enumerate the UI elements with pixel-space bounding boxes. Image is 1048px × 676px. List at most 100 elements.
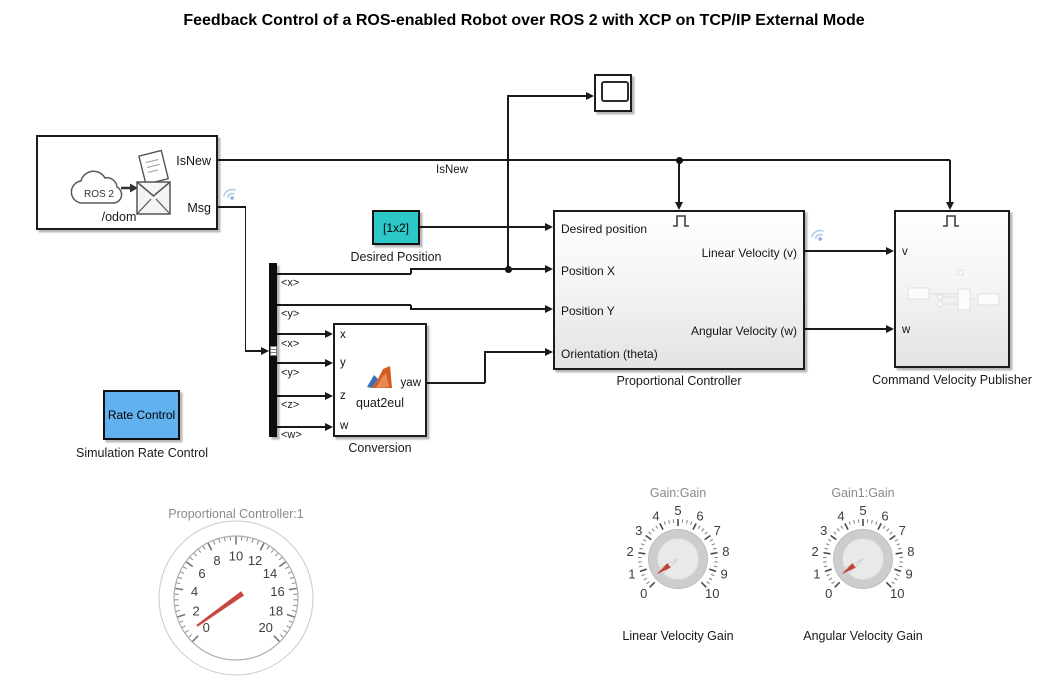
knob-caption: Angular Velocity Gain: [803, 629, 923, 643]
arrowhead: [545, 305, 553, 313]
wire-position-x[interactable]: [410, 269, 412, 274]
wire-quat-x[interactable]: [277, 333, 325, 335]
svg-text:3: 3: [820, 523, 827, 538]
scope-block[interactable]: [594, 74, 632, 112]
trigger-port-icon: [943, 215, 959, 227]
svg-text:0: 0: [203, 620, 210, 635]
port-label-v: v: [902, 246, 908, 258]
svg-text:4: 4: [652, 508, 659, 523]
port-label-x: x: [340, 329, 346, 341]
arrowhead: [325, 392, 333, 400]
wire-isnew[interactable]: [218, 159, 950, 161]
svg-text:1: 1: [813, 566, 820, 581]
subsystem-preview-icon: [907, 269, 1000, 311]
arrowhead: [325, 359, 333, 367]
wire-position-y[interactable]: [410, 305, 412, 310]
svg-text:8: 8: [722, 544, 729, 559]
wire-angular-velocity[interactable]: [805, 328, 886, 330]
wire-msg[interactable]: [244, 207, 246, 351]
svg-text:8: 8: [907, 544, 914, 559]
wire-scope-branch[interactable]: [507, 95, 587, 97]
port-label-angular-velocity: Angular Velocity (w): [690, 324, 797, 338]
scope-screen-icon: [601, 81, 629, 102]
svg-text:6: 6: [198, 566, 205, 581]
svg-text:9: 9: [721, 566, 728, 581]
signal-label-isnew[interactable]: IsNew: [436, 164, 468, 176]
arrowhead: [946, 202, 954, 210]
svg-text:8: 8: [213, 553, 220, 568]
wire-isnew-branch-controller[interactable]: [678, 160, 680, 202]
port-label-y: y: [340, 357, 346, 369]
wireless-logging-icon: [223, 188, 236, 200]
bus-signal-tag: <y>: [281, 367, 300, 379]
svg-text:16: 16: [270, 584, 284, 599]
wire-position-x[interactable]: [410, 268, 545, 270]
rate-control-block[interactable]: Rate Control: [103, 390, 180, 440]
port-label-linear-velocity: Linear Velocity (v): [701, 246, 797, 260]
svg-text:7: 7: [899, 523, 906, 538]
svg-text:2: 2: [192, 603, 199, 618]
port-label-w: w: [340, 420, 349, 432]
svg-text:2: 2: [626, 544, 633, 559]
port-label-yaw: yaw: [400, 377, 421, 389]
wire-quat-y[interactable]: [277, 362, 325, 364]
arrowhead: [675, 202, 683, 210]
constant-value: [1x2]: [382, 220, 409, 235]
svg-text:18: 18: [269, 603, 283, 618]
wire-quat-z[interactable]: [277, 395, 325, 397]
bus-signal-tag: <x>: [281, 277, 300, 289]
wire-desired-position[interactable]: [420, 226, 545, 228]
wire-msg[interactable]: [218, 206, 246, 208]
wire-yaw[interactable]: [484, 351, 545, 353]
port-label-position-x: Position X: [561, 264, 616, 278]
svg-text:6: 6: [881, 508, 888, 523]
arrowhead: [545, 348, 553, 356]
wire-position-y[interactable]: [277, 304, 411, 306]
svg-text:4: 4: [191, 584, 198, 599]
svg-text:2: 2: [811, 544, 818, 559]
wire-yaw[interactable]: [484, 352, 486, 383]
svg-text:10: 10: [229, 549, 243, 564]
knob-title: Gain1:Gain: [831, 486, 895, 500]
bus-selector-input-port: [269, 346, 277, 356]
svg-text:12: 12: [248, 553, 262, 568]
svg-text:6: 6: [696, 508, 703, 523]
wire-yaw[interactable]: [427, 382, 485, 384]
command-velocity-publisher-block[interactable]: v w: [894, 210, 1010, 368]
wire-junction-dot: [675, 156, 683, 164]
port-label-desired-position: Desired position: [561, 222, 648, 236]
svg-text:7: 7: [714, 523, 721, 538]
arrow-icon: [130, 183, 138, 193]
arrowhead: [886, 247, 894, 255]
wire-quat-w[interactable]: [277, 426, 325, 428]
ros2-subscribe-block[interactable]: ROS 2 IsNew Msg /odom: [36, 135, 218, 230]
conversion-block[interactable]: x y z w yaw quat2eul: [333, 323, 427, 437]
svg-text:0: 0: [640, 586, 647, 601]
proportional-controller-block[interactable]: Desired position Position X Position Y O…: [553, 210, 805, 370]
port-label-z: z: [340, 390, 346, 402]
wire-position-x[interactable]: [277, 273, 411, 275]
wire-scope-branch[interactable]: [507, 96, 509, 269]
command-velocity-publisher-caption: Command Velocity Publisher: [872, 373, 1032, 387]
wire-isnew-branch-publisher[interactable]: [949, 160, 951, 202]
trigger-port-icon: [673, 215, 689, 227]
arrowhead: [545, 265, 553, 273]
wireless-logging-icon: [811, 229, 824, 241]
matlab-logo-icon: [367, 366, 392, 388]
wire-position-y[interactable]: [410, 308, 545, 310]
knob-caption: Linear Velocity Gain: [622, 629, 734, 643]
wire-linear-velocity[interactable]: [805, 250, 886, 252]
envelope-icon: [136, 181, 171, 215]
wire-msg[interactable]: [244, 350, 262, 352]
bus-signal-tag: <w>: [281, 429, 302, 441]
knob-title: Gain:Gain: [649, 486, 707, 500]
conversion-caption: Conversion: [348, 441, 412, 455]
desired-position-block[interactable]: [1x2]: [372, 210, 420, 245]
bus-signal-tag: <z>: [281, 399, 300, 411]
arrowhead: [325, 423, 333, 431]
bus-signal-tag: <x>: [281, 338, 300, 350]
